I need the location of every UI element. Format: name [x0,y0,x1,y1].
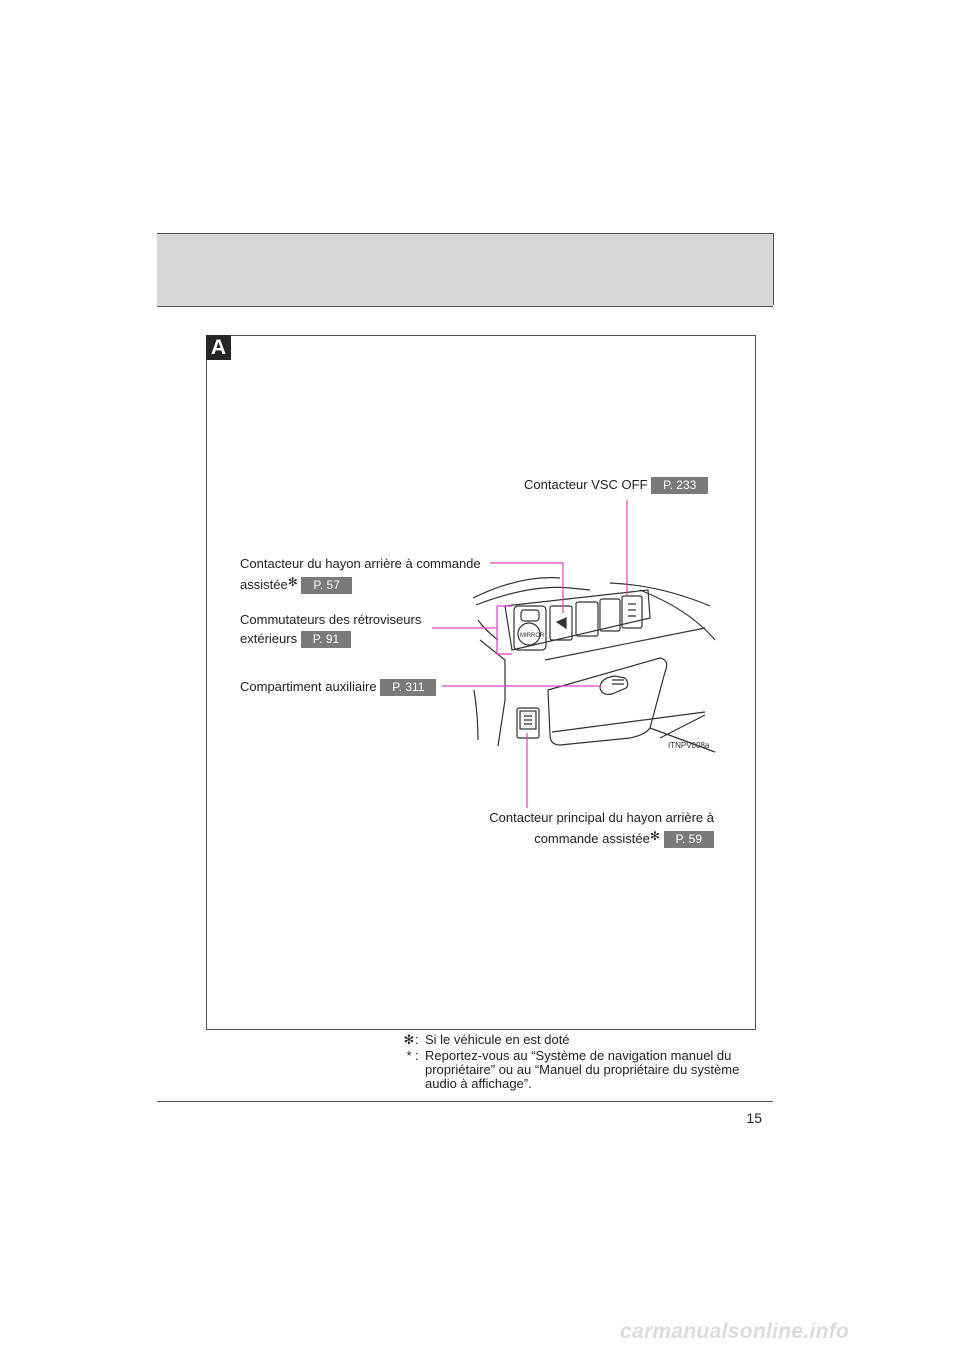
aux-box-page-link[interactable]: P. 311 [380,679,437,697]
page-number: 15 [746,1110,762,1126]
mirror-select-icon [520,609,540,622]
power-liftgate-star: ✻ [287,575,298,589]
dash-right-edge [639,589,716,641]
footnote-text: Reportez-vous au “Système de navigation … [425,1048,740,1091]
footnote-navigation: * : Reportez-vous au “Système de navigat… [403,1049,763,1091]
main-liftgate-page-link[interactable]: P. 59 [663,831,714,849]
mirror-joystick [517,622,541,646]
leader-power-liftgate [490,562,564,613]
liftgate-icon-glyph [555,617,567,630]
blank-switch-1 [575,601,599,637]
footnote-text: Si le véhicule en est doté [425,1032,570,1047]
main-liftgate-star: ✻ [649,829,660,843]
leader-mirrors [432,605,512,655]
callout-vsc-off: Contacteur VSC OFF P. 233 [524,475,709,495]
mirror-switch-frame [513,605,547,651]
main-liftgate-switch [516,707,540,739]
power-liftgate-label-line2: assistée [240,577,288,592]
vsc-off-page-link[interactable]: P. 233 [651,477,709,495]
header-rule [773,233,774,305]
glovebox-handle-grip [612,679,624,685]
dash-upper-curve [472,577,561,599]
dash-left-lower [473,689,479,741]
vsc-off-label: Contacteur VSC OFF [524,477,648,492]
footnotes: ✻ : Si le véhicule en est doté * : Repor… [403,1033,763,1093]
footnote-asterisk-symbol: * [406,1048,412,1063]
section-tab: A [206,335,231,360]
blank-switch-2 [599,598,621,632]
main-liftgate-label-line1: Contacteur principal du hayon arrière à [489,810,714,825]
footnote-equipped: ✻ : Si le véhicule en est doté [403,1033,763,1047]
footnote-star-symbol: ✻ [403,1032,415,1047]
callout-aux-box: Compartiment auxiliaire P. 311 [240,677,437,697]
callout-main-liftgate: Contacteur principal du hayon arrière à … [476,808,714,849]
footnote-colon: : [415,1032,419,1047]
dash-lower-line [551,711,706,733]
glovebox-handle [599,675,629,695]
content-frame [206,335,756,1030]
mirror-label: MIRROR [520,633,545,639]
dash-top-right [609,582,711,607]
glovebox-lid [547,657,668,746]
dash-bottom-right [649,727,716,753]
liftgate-icon [549,605,573,641]
mirrors-label-line2: extérieurs [240,631,298,646]
switch-bezel [504,589,651,651]
illustration-code: ITNPV008a [668,741,710,750]
callout-mirrors: Commutateurs des rétroviseurs extérieurs… [240,610,422,649]
footnote-colon: : [415,1048,419,1063]
main-liftgate-switch-glyph [524,715,532,725]
mirrors-page-link[interactable]: P. 91 [300,631,352,649]
leader-lines [432,500,628,808]
header-band [157,233,773,307]
power-liftgate-label-line1: Contacteur du hayon arrière à commande [240,556,481,571]
aux-box-label: Compartiment auxiliaire [240,679,377,694]
main-liftgate-label-line2: commande assistée [534,831,650,846]
bottom-rule [157,1101,773,1102]
watermark: carmanualsonline.info [620,1320,850,1343]
dash-left-curve [477,619,499,641]
callout-power-liftgate: Contacteur du hayon arrière à commande a… [240,554,481,595]
power-liftgate-page-link[interactable]: P. 57 [301,577,352,595]
dash-vent-edge [475,586,591,606]
vsc-off-glyph [628,603,636,617]
mirrors-label-line1: Commutateurs des rétroviseurs [240,612,422,627]
vsc-off-icon [621,595,643,629]
dash-mid-line [544,627,706,661]
dash-left-pillar [479,639,506,747]
